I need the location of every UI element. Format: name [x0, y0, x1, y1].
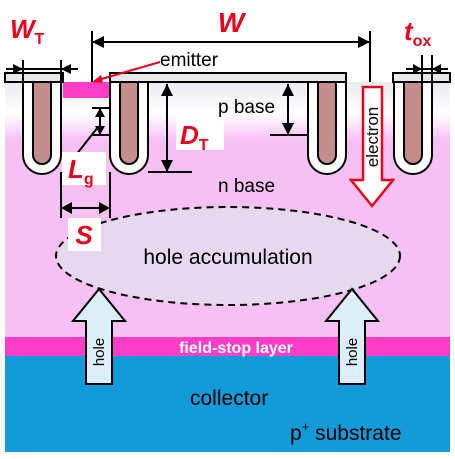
tox-arrowhead-left [413, 64, 422, 74]
p-base-depth-arrowhead-bottom [282, 123, 294, 135]
trench-gate-3-poly [317, 81, 337, 165]
electron-flow-arrow [348, 85, 396, 208]
w-arrowhead-left [92, 36, 104, 48]
hole-label-right: hole [344, 338, 361, 366]
lg-arrowhead-top [95, 108, 105, 117]
wt-arrowhead-right [61, 64, 71, 74]
hole-flow-arrow-right [323, 287, 381, 385]
trench-gate-4-poly [403, 81, 423, 165]
trench-gate-2-poly [119, 81, 139, 165]
hole-accumulation-ellipse [55, 206, 401, 306]
hole-accumulation-label: hole accumulation [143, 246, 312, 269]
trench-gate-1-poly [32, 81, 52, 165]
s-arrowhead-right [99, 202, 110, 214]
s-label: S [75, 220, 93, 250]
substrate-label: p+ substrate [290, 419, 402, 445]
lg-label-box [62, 152, 106, 185]
p-base-label: p base [218, 97, 275, 118]
collector-region [5, 356, 450, 452]
dt-arrowhead-top [161, 84, 173, 96]
n-base-label: n base [218, 176, 275, 197]
s-arrowhead-left [61, 202, 72, 214]
n-plus-emitter-region [63, 82, 109, 98]
collector-label: collector [190, 387, 268, 410]
wt-label: WT [10, 14, 45, 48]
lg-leader-line [75, 126, 99, 156]
w-arrowhead-right [358, 36, 370, 48]
dt-arrowhead-bottom [161, 160, 173, 172]
lg-label: Lg [68, 154, 94, 188]
electron-label: electron [363, 107, 382, 167]
emitter-pointer-arrowhead [92, 75, 103, 83]
wt-arrowhead-left [13, 64, 23, 74]
emitter-pointer-line [97, 61, 161, 81]
tox-arrowhead-right [432, 64, 441, 74]
p-base-depth-arrowhead-top [282, 84, 294, 96]
hole-label-left: hole [91, 338, 108, 366]
emitter-metal-left [4, 72, 64, 83]
emitter-metal-center [109, 72, 347, 83]
w-label: W [218, 7, 247, 38]
field-stop-label: field-stop layer [179, 340, 293, 357]
dt-label-box [176, 117, 224, 150]
s-label-box [68, 218, 101, 251]
dt-label: DT [180, 120, 209, 154]
emitter-label: emitter [160, 50, 219, 71]
tox-label: tox [404, 16, 431, 50]
hole-flow-arrow-left [70, 287, 128, 385]
